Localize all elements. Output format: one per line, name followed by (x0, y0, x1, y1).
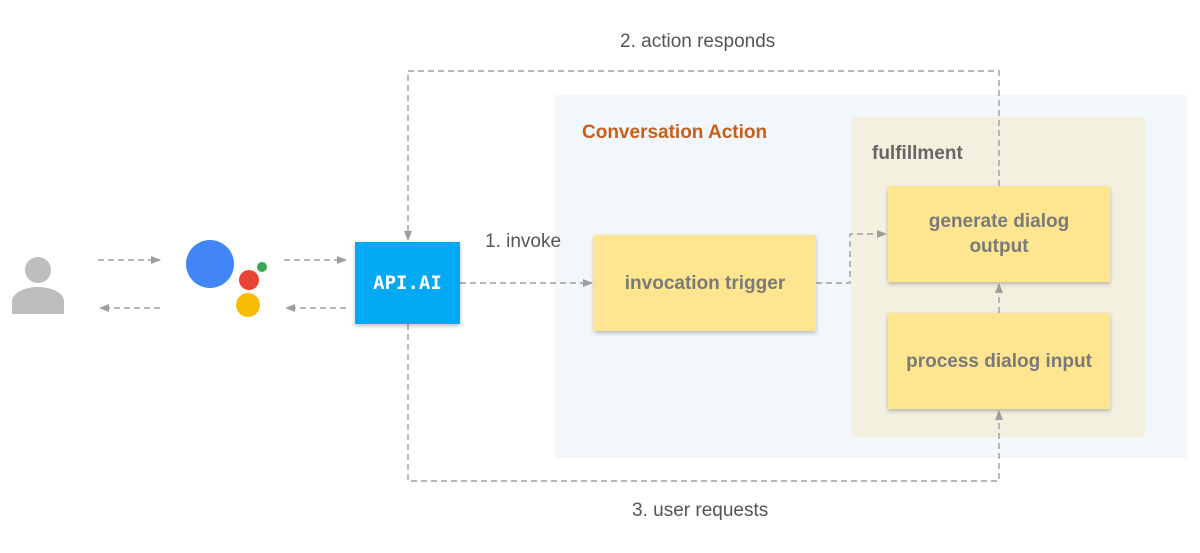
assistant-red-dot (239, 270, 259, 290)
person-icon (12, 257, 64, 314)
fulfillment-title: fulfillment (872, 143, 963, 164)
generate-dialog-output-node: generate dialog output (888, 186, 1110, 282)
assistant-blue-dot (186, 240, 234, 288)
invocation-trigger-label: invocation trigger (624, 272, 786, 294)
assistant-yellow-dot (236, 293, 260, 317)
conversation-action-title: Conversation Action (582, 122, 768, 143)
assistant-green-dot (257, 262, 267, 272)
arrow-user-requests (407, 324, 1003, 482)
api-ai-node: API.AI (355, 242, 460, 324)
user-requests-label: 3. user requests (632, 500, 769, 521)
invoke-label: 1. invoke (485, 231, 562, 252)
action-responds-label: 2. action responds (620, 31, 776, 52)
api-ai-label: API.AI (373, 272, 442, 294)
arrow-action-responds (404, 70, 1000, 241)
arrow-trigger-to-generate (816, 230, 887, 284)
invocation-trigger-node: invocation trigger (594, 235, 816, 331)
generate-dialog-output-label: generate dialog output (928, 211, 1070, 257)
process-dialog-input-label: process dialog input (906, 350, 1092, 372)
process-dialog-input-node: process dialog input (888, 313, 1110, 409)
